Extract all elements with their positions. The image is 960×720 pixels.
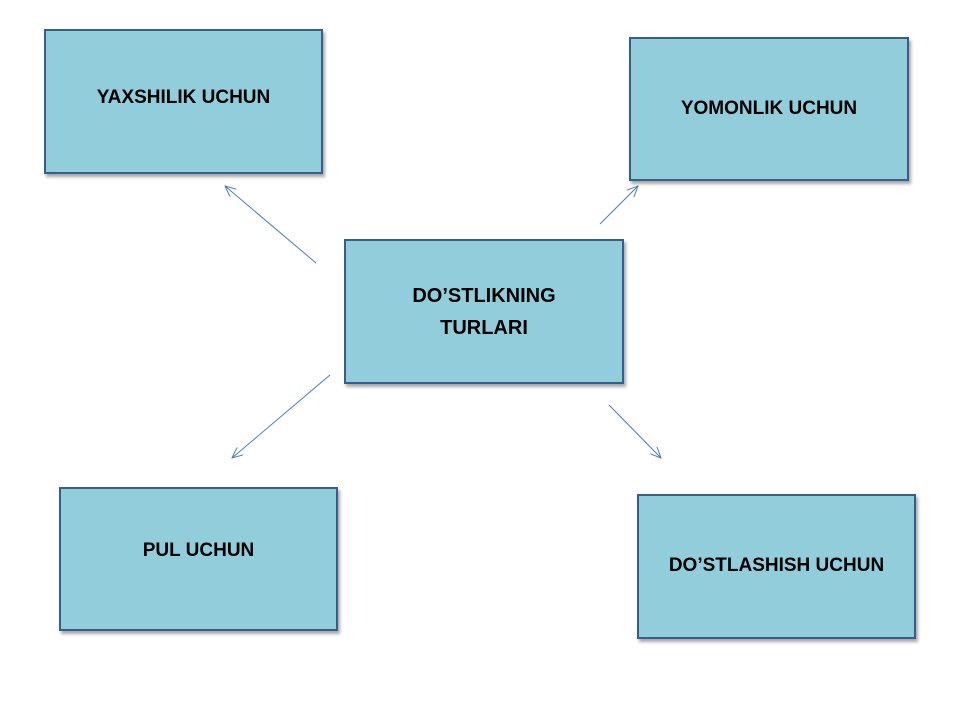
bottom-left-node-label: PUL UCHUN <box>142 540 255 562</box>
arrow-to-bottom-right <box>608 404 661 458</box>
arrow-to-top-left <box>225 186 317 264</box>
bottom-right-node: DO’STLASHISH UCHUN <box>637 494 916 639</box>
top-left-node-label: YAXSHILIK UCHUN <box>96 87 271 109</box>
arrow-to-bottom-left <box>232 374 331 458</box>
bottom-left-node: PUL UCHUN <box>59 487 338 631</box>
top-left-node: YAXSHILIK UCHUN <box>44 29 323 174</box>
top-right-node-label: YOMONLIK UCHUN <box>680 97 858 119</box>
arrow-to-top-right <box>599 186 638 225</box>
top-right-node: YOMONLIK UCHUN <box>629 37 909 181</box>
center-node-label: DO’STLIKNING TURLARI <box>412 284 556 339</box>
center-node: DO’STLIKNING TURLARI <box>344 239 624 384</box>
bottom-right-node-label: DO’STLASHISH UCHUN <box>668 555 885 577</box>
